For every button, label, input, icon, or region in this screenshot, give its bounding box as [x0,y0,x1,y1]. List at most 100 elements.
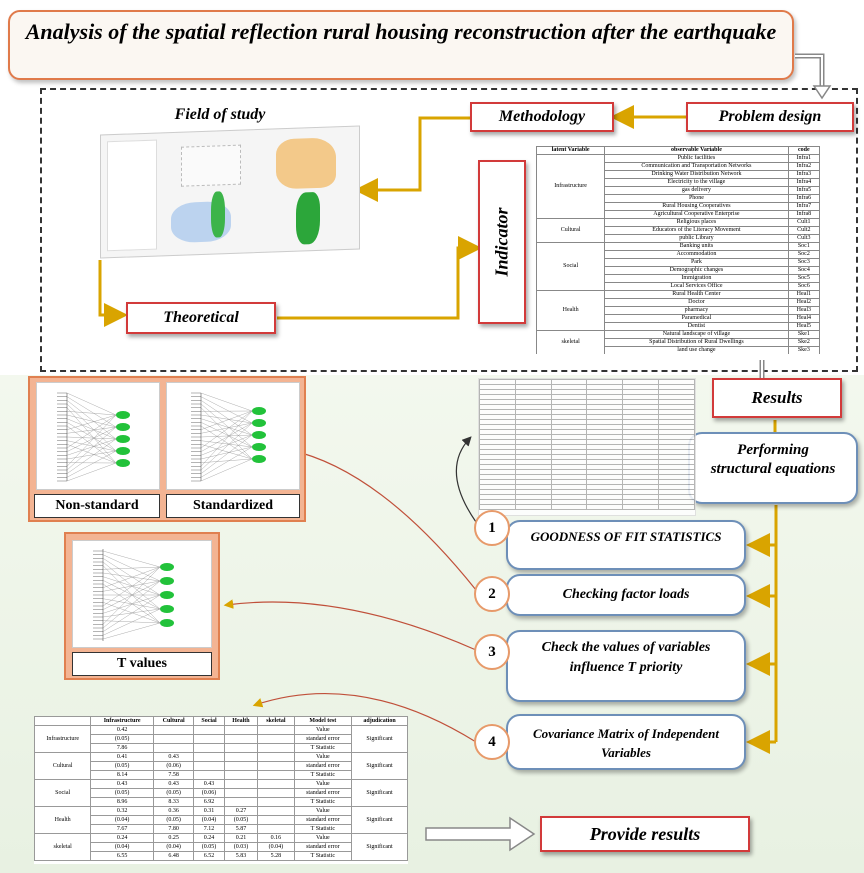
cov-row-name: Cultural [34,752,92,780]
observable-variable-cell: Demographic changes [604,266,789,275]
cov-adjudication: Significant [351,806,408,834]
cov-cell: 7.58 [152,770,195,780]
theoretical-box: Theoretical [126,302,276,334]
cov-cell [223,788,259,798]
observable-variable-cell: Natural landscape of village [604,330,789,339]
cov-header-cell [34,716,92,726]
methodology-box: Methodology [470,102,614,132]
factor-load-panels: Non-standard Standardized [28,376,306,522]
code-cell: Heal2 [787,298,820,307]
cov-cell: 6.55 [90,851,154,861]
cov-cell: 0.16 [257,833,295,843]
table-row: (0.04)(0.05)(0.04)(0.05)standard error [35,815,408,825]
observable-variable-cell: land use change [604,346,789,354]
cov-cell: 6.52 [193,851,225,861]
cov-cell: T Statistic [293,743,353,753]
indicator-header-cell: latent Variable [536,146,606,155]
map-region-orange [276,137,336,190]
cov-cell: (0.04) [90,815,154,825]
observable-variable-cell: Public facilities [604,154,789,163]
cov-cell: 8.96 [90,797,154,807]
observable-variable-cell: Communication and Transportation Network… [604,162,789,171]
cov-adjudication: Significant [351,725,408,753]
latent-variable-cell: Health [536,290,606,331]
code-cell: Soc4 [787,266,820,275]
cov-cell: (0.04) [257,842,295,852]
cov-cell [257,779,295,789]
observable-variable-cell: Religious places [604,218,789,227]
cov-cell [223,797,259,807]
cov-cell: Value [293,833,353,843]
cov-cell: 8.33 [152,797,195,807]
code-cell: Heal3 [787,306,820,315]
code-cell: Cult2 [787,226,820,235]
t-values-panel: T values [64,532,220,680]
code-cell: Cult1 [787,218,820,227]
cov-cell [193,725,225,735]
observable-variable-cell: Rural Housing Cooperatives [604,202,789,211]
code-cell: Soc1 [787,242,820,251]
cov-cell: 6.92 [193,797,225,807]
code-cell: Ske3 [787,346,820,354]
study-area-maps [100,125,360,259]
indicator-box: Indicator [478,160,526,324]
field-of-study-label: Field of study [174,106,266,123]
t-values-path-diagram [72,540,212,648]
cov-cell [257,752,295,762]
cov-cell [257,725,295,735]
step-3-number: 3 [474,634,510,670]
cov-cell: 0.42 [90,725,154,735]
cov-cell: 7.67 [90,824,154,834]
t-values-label: T values [72,652,212,676]
thumb-cell [550,504,588,510]
cov-cell: 0.27 [223,806,259,816]
code-cell: Heal4 [787,314,820,323]
step-3-box: Check the values of variables influence … [506,630,746,702]
thumb-cell [479,504,516,510]
cov-cell: 6.48 [152,851,195,861]
cov-cell [193,761,225,771]
problem-design-box: Problem design [686,102,854,132]
cov-cell [193,743,225,753]
map-study-area-small [211,191,225,238]
latent-variable-cell: Social [536,242,606,291]
cov-header-cell: Model test [293,716,353,726]
cov-cell: (0.05) [223,815,259,825]
results-box: Results [712,378,842,418]
observable-variable-cell: gas delivery [604,186,789,195]
step-2-label: Checking factor loads [562,587,690,602]
cov-cell [223,779,259,789]
nonstandard-label: Non-standard [34,494,160,518]
cov-cell: 8.14 [90,770,154,780]
cov-cell: Value [293,725,353,735]
table-row: (0.04)(0.04)(0.05)(0.03)(0.04)standard e… [35,842,408,852]
cov-cell: 0.43 [193,779,225,789]
cov-cell: 0.43 [152,752,195,762]
cov-cell: 0.24 [90,833,154,843]
cov-cell: 0.41 [90,752,154,762]
indicator-header-cell: observable Variable [604,146,789,155]
cov-cell: (0.03) [223,842,259,852]
cov-cell [257,743,295,753]
cov-cell: standard error [293,761,353,771]
cov-row-name: Social [34,779,92,807]
code-cell: Ske1 [787,330,820,339]
cov-cell: T Statistic [293,851,353,861]
performing-structural-equations-box: Performing structural equations [688,432,858,504]
code-cell: Infra5 [787,186,820,195]
step-2-box: Checking factor loads [506,574,746,616]
fit-statistics-table-thumbnail [478,378,696,516]
cov-cell [257,770,295,780]
step-1-box: GOODNESS OF FIT STATISTICS [506,520,746,570]
cov-cell: 0.32 [90,806,154,816]
thumb-cell [514,504,552,510]
observable-variable-cell: Electricity to the village [604,178,789,187]
step-4-number: 4 [474,724,510,760]
code-cell: Soc2 [787,250,820,259]
cov-cell: T Statistic [293,797,353,807]
